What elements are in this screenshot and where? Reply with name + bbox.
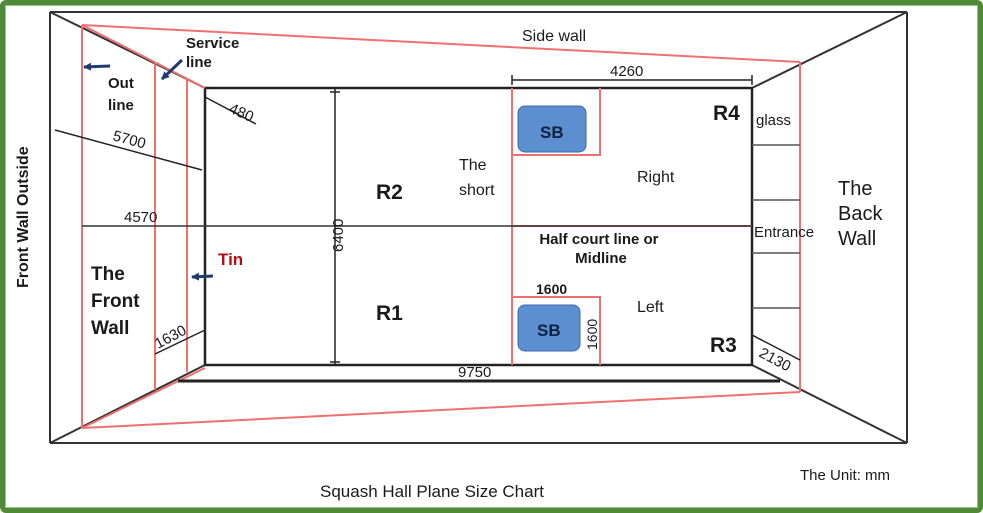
left-label: Left xyxy=(637,299,664,316)
service-line-label: Service line xyxy=(186,35,244,71)
chart-title: Squash Hall Plane Size Chart xyxy=(320,482,544,501)
front-wall-label-l3: Wall xyxy=(91,318,129,339)
dim-4260: 4260 xyxy=(610,63,643,80)
back-wall-label: The Back Wall xyxy=(838,178,888,250)
out-line-label: Out line xyxy=(108,75,138,114)
tin-label: Tin xyxy=(218,250,243,269)
dim-9750: 9750 xyxy=(458,364,491,381)
service-line-arrow xyxy=(160,58,184,81)
half-court-label-l2: Midline xyxy=(575,250,627,267)
front-wall-outside-label: Front Wall Outside xyxy=(15,146,32,288)
side-wall-label: Side wall xyxy=(522,28,586,45)
unit-label: The Unit: mm xyxy=(800,467,890,484)
back-wall-label-l1: The xyxy=(838,178,872,200)
out-line-label-l1: Out xyxy=(108,75,134,92)
r1-label: R1 xyxy=(376,302,403,325)
entrance-label: Entrance xyxy=(754,224,814,241)
r3-label: R3 xyxy=(710,334,737,357)
front-wall-label-l1: The xyxy=(91,264,125,285)
the-short-label-l2: short xyxy=(459,182,495,199)
service-box-bottom xyxy=(517,304,581,352)
dim-1600-vertical: 1600 xyxy=(584,319,600,350)
dimension-lines xyxy=(54,75,801,383)
back-wall-label-l2: Back xyxy=(838,203,883,225)
right-label: Right xyxy=(637,169,675,186)
dim-5700: 5700 xyxy=(111,127,148,152)
service-line-label-l2: line xyxy=(186,54,212,71)
glass-label: glass xyxy=(756,112,791,129)
half-court-label-l1: Half court line or xyxy=(539,231,658,248)
sb-bottom-label: SB xyxy=(537,321,561,340)
the-short-label: The short xyxy=(459,157,495,199)
r4-label: R4 xyxy=(713,102,740,125)
tin-arrow xyxy=(191,272,214,281)
back-wall-label-l3: Wall xyxy=(838,228,876,250)
dim-1600-horizontal: 1600 xyxy=(536,281,567,297)
half-court-label: Half court line or Midline xyxy=(539,231,662,267)
back-wall-panels xyxy=(752,144,800,309)
front-wall-label-l2: Front xyxy=(91,291,140,312)
out-line-label-l2: line xyxy=(108,97,134,114)
dim-4570: 4570 xyxy=(124,209,157,226)
service-box-top xyxy=(517,105,587,153)
sb-top-label: SB xyxy=(540,123,564,142)
service-line-label-l1: Service xyxy=(186,35,239,52)
front-wall-label: The Front Wall xyxy=(91,264,145,339)
r2-label: R2 xyxy=(376,181,403,204)
dim-1630: 1630 xyxy=(152,322,189,353)
the-short-label-l1: The xyxy=(459,157,487,174)
out-line-arrow xyxy=(83,62,111,71)
dim-6400: 6400 xyxy=(330,219,347,252)
room-outline xyxy=(49,11,908,444)
